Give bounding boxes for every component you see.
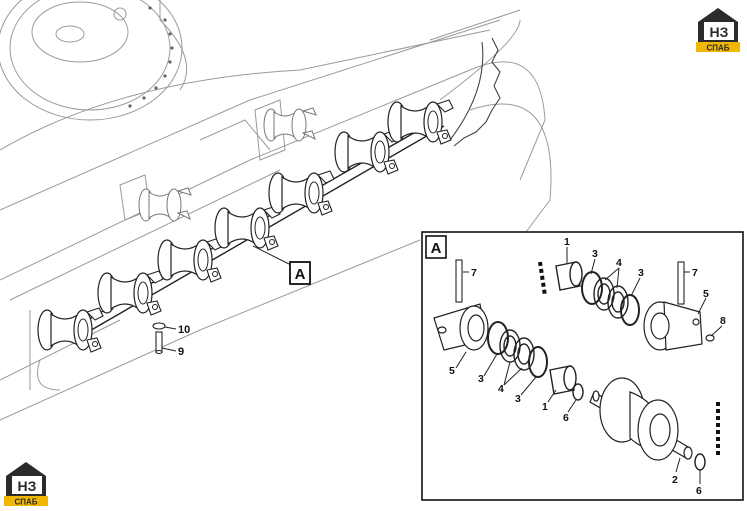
detail-callout-8: 8 [720, 315, 726, 327]
logo-subtext: СПАБ [706, 44, 729, 53]
callout-10: 10 [178, 324, 190, 336]
bolt-and-washer [152, 322, 166, 355]
detail-callout-5-right: 5 [703, 288, 709, 300]
main-leaders [161, 245, 290, 352]
detail-callout-3-low-right: 3 [515, 393, 521, 405]
detail-callout-5-left: 5 [449, 365, 455, 377]
logo-text: НЗ [18, 478, 37, 494]
brand-logo-bottom-left: НЗ СПАБ [4, 462, 48, 507]
detail-callout-4-low: 4 [498, 383, 504, 395]
detail-callout-2: 2 [672, 474, 678, 486]
logo-text: НЗ [710, 24, 729, 40]
detail-callout-1-low: 1 [542, 401, 548, 413]
track-rollers [37, 99, 454, 353]
detail-callout-3-top-left: 3 [592, 248, 598, 260]
detail-callout-3-low-left: 3 [478, 373, 484, 385]
track-chain [449, 37, 501, 147]
detail-callout-7-left: 7 [471, 267, 477, 279]
detail-reference-box [289, 261, 311, 285]
detail-callout-4-top: 4 [616, 257, 622, 269]
track-frame-outline [0, 0, 552, 421]
detail-reference-label: A [295, 266, 306, 283]
detail-callout-6-bottom: 6 [696, 485, 702, 497]
callout-9: 9 [178, 346, 184, 358]
sprocket-teeth [128, 6, 174, 108]
detail-callout-6-low: 6 [563, 412, 569, 424]
detail-view-a: A [421, 231, 744, 501]
logo-subtext: СПАБ [14, 498, 37, 507]
detail-callout-3-top-right: 3 [638, 267, 644, 279]
detail-callout-7-right: 7 [692, 267, 698, 279]
brand-logo-top-right: НЗ СПАБ [696, 8, 740, 53]
detail-callout-1-top: 1 [564, 236, 570, 248]
detail-view-label: A [431, 240, 442, 257]
